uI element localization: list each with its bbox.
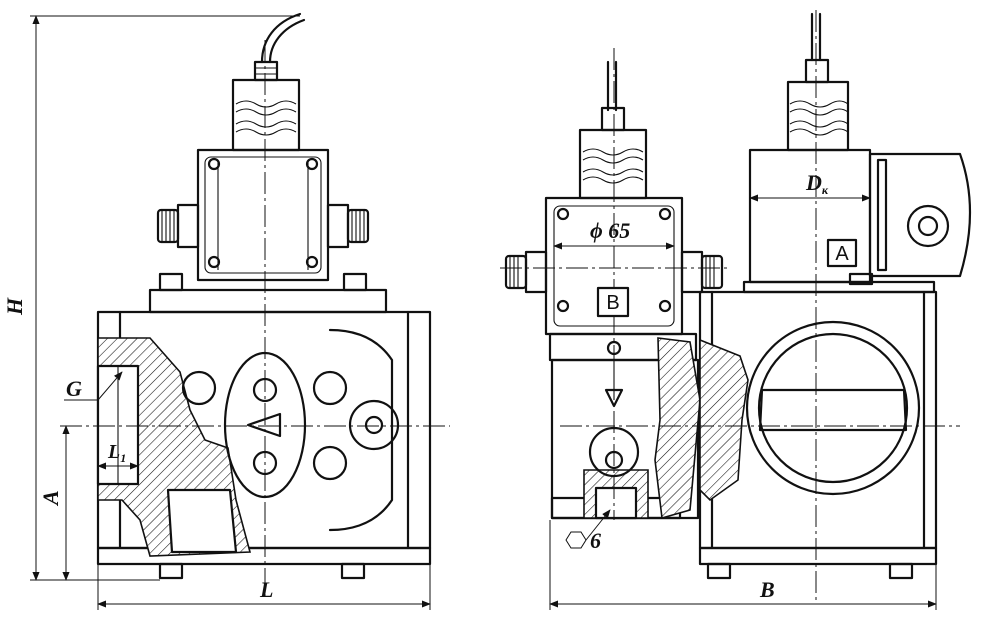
dim-G-label: G	[66, 376, 82, 401]
dimensions: H A G L1 L B Dк ϕ 65 6	[2, 15, 937, 610]
dim-phi65-label: ϕ 65	[590, 218, 630, 243]
dim-A-label: A	[38, 490, 63, 507]
coil-housing-mid	[578, 128, 648, 200]
dim-H-label: H	[2, 297, 27, 316]
hex-icon	[565, 531, 587, 549]
side-gland-left	[176, 203, 200, 249]
dim-hex6-label: 6	[590, 528, 601, 553]
marker-B-label: B	[606, 292, 619, 314]
dim-B-label: B	[759, 577, 775, 602]
side-view	[500, 10, 972, 600]
cable-gland-mid	[600, 106, 626, 132]
marker-A-box	[826, 238, 858, 268]
cover-plate-front	[148, 288, 388, 314]
dim-L1-label: L1	[107, 441, 126, 465]
flow-arrow-front	[246, 412, 282, 438]
marker-A-label: A	[835, 243, 849, 265]
dim-L-label: L	[259, 577, 273, 602]
plug-boss-front	[348, 399, 400, 451]
terminal-box-right	[868, 152, 972, 278]
flange-bore	[745, 320, 921, 496]
dim-Dk-label: Dк	[805, 170, 829, 197]
marker-B-box	[596, 286, 630, 318]
front-view	[60, 12, 450, 600]
view-markers: A B	[596, 238, 858, 318]
cable-gland-front	[253, 60, 279, 82]
cable-front	[260, 12, 302, 64]
side-gland-right	[326, 203, 350, 249]
